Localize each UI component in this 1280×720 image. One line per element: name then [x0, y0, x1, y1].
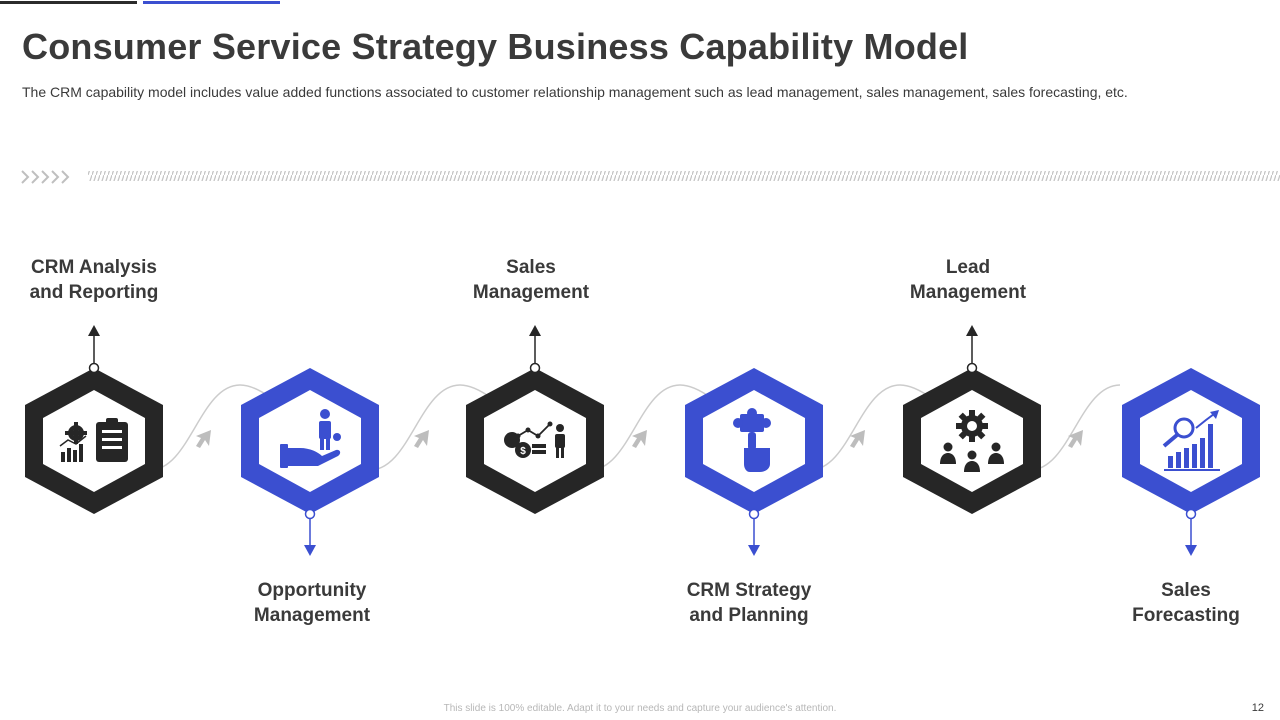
- flow-arrow-icon: [1068, 430, 1083, 448]
- capability-node-sales-forecasting: [1122, 368, 1260, 556]
- footer-note: This slide is 100% editable. Adapt it to…: [443, 703, 837, 714]
- capability-label-lead-management: Lead Management: [909, 257, 1027, 303]
- flow-arrow-icon: [196, 430, 211, 448]
- magnifier-growth-chart-icon: [1162, 410, 1220, 471]
- capability-label-crm-analysis: CRM Analysis and Reporting: [29, 257, 159, 303]
- page-number: 12: [1251, 702, 1264, 714]
- chevrons-icon: [21, 170, 70, 184]
- capability-node-sales-management: $: [466, 325, 604, 514]
- puzzle-hand-icon: [733, 408, 771, 472]
- capability-node-crm-analysis: [25, 325, 163, 514]
- slide-subtitle: The CRM capability model includes value …: [22, 84, 1128, 100]
- capability-label-opportunity: Opportunity Management: [253, 580, 371, 626]
- slide-title: Consumer Service Strategy Business Capab…: [22, 26, 969, 67]
- flow-arrow-icon: [414, 430, 429, 448]
- capability-label-sales-management: Sales Management: [472, 257, 590, 303]
- down-arrow-icon: [304, 545, 316, 556]
- chevron-divider: [21, 170, 1280, 184]
- flow-arrow-icons: [196, 430, 1083, 448]
- gear-chart-clipboard-icon: [59, 418, 128, 462]
- top-accent-bar-blue: [143, 1, 280, 4]
- up-arrow-icon: [88, 325, 100, 336]
- coins-chart-person-icon: $: [504, 421, 565, 458]
- capability-node-crm-strategy: [685, 368, 823, 556]
- capability-label-crm-strategy: CRM Strategy and Planning: [686, 580, 812, 626]
- hatched-rule: [88, 171, 1280, 181]
- down-arrow-icon: [1185, 545, 1197, 556]
- up-arrow-icon: [966, 325, 978, 336]
- hand-person-gear-icon: [280, 409, 341, 468]
- flow-arrow-icon: [850, 430, 865, 448]
- capability-diagram: $: [25, 325, 1260, 556]
- flow-arrow-icon: [632, 430, 647, 448]
- down-arrow-icon: [748, 545, 760, 556]
- gear-team-icon: [940, 410, 1004, 472]
- svg-text:$: $: [520, 446, 526, 457]
- top-accent-bar-dark: [0, 1, 137, 4]
- capability-node-lead-management: [903, 325, 1041, 514]
- up-arrow-icon: [529, 325, 541, 336]
- capability-node-opportunity: [241, 368, 379, 556]
- capability-label-sales-forecasting: Sales Forecasting: [1132, 580, 1240, 626]
